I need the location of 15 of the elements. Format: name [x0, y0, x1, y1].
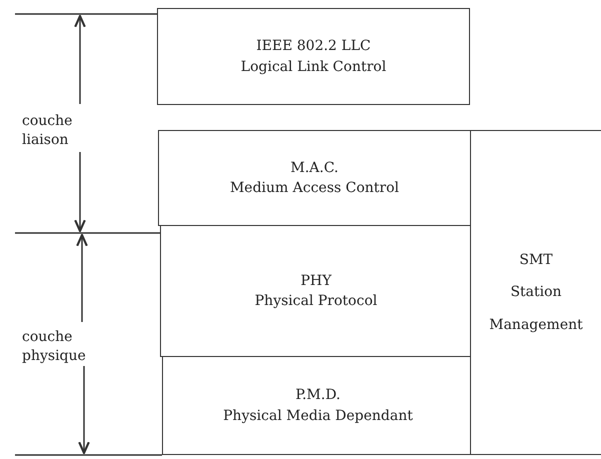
- layer-title: M.A.C.: [290, 158, 338, 178]
- layer-title: PHY: [300, 272, 332, 291]
- layer-label: couche liaison: [22, 112, 74, 150]
- layer-title: P.M.D.: [296, 386, 340, 406]
- layer-label: couche physique: [22, 328, 87, 366]
- layer-box: [157, 8, 470, 105]
- layer-description: Physical Protocol: [254, 292, 378, 311]
- management-box: [470, 130, 601, 455]
- layer-description: Logical Link Control: [240, 58, 386, 76]
- layer-box: [158, 130, 471, 226]
- layer-title: SMT: [518, 251, 554, 270]
- layer-description: Physical Media Dependant: [223, 406, 413, 426]
- layer-title: IEEE 802.2 LLC: [256, 37, 371, 56]
- layer-description: Medium Access Control: [230, 179, 400, 198]
- layer-description: Station Management: [488, 283, 584, 335]
